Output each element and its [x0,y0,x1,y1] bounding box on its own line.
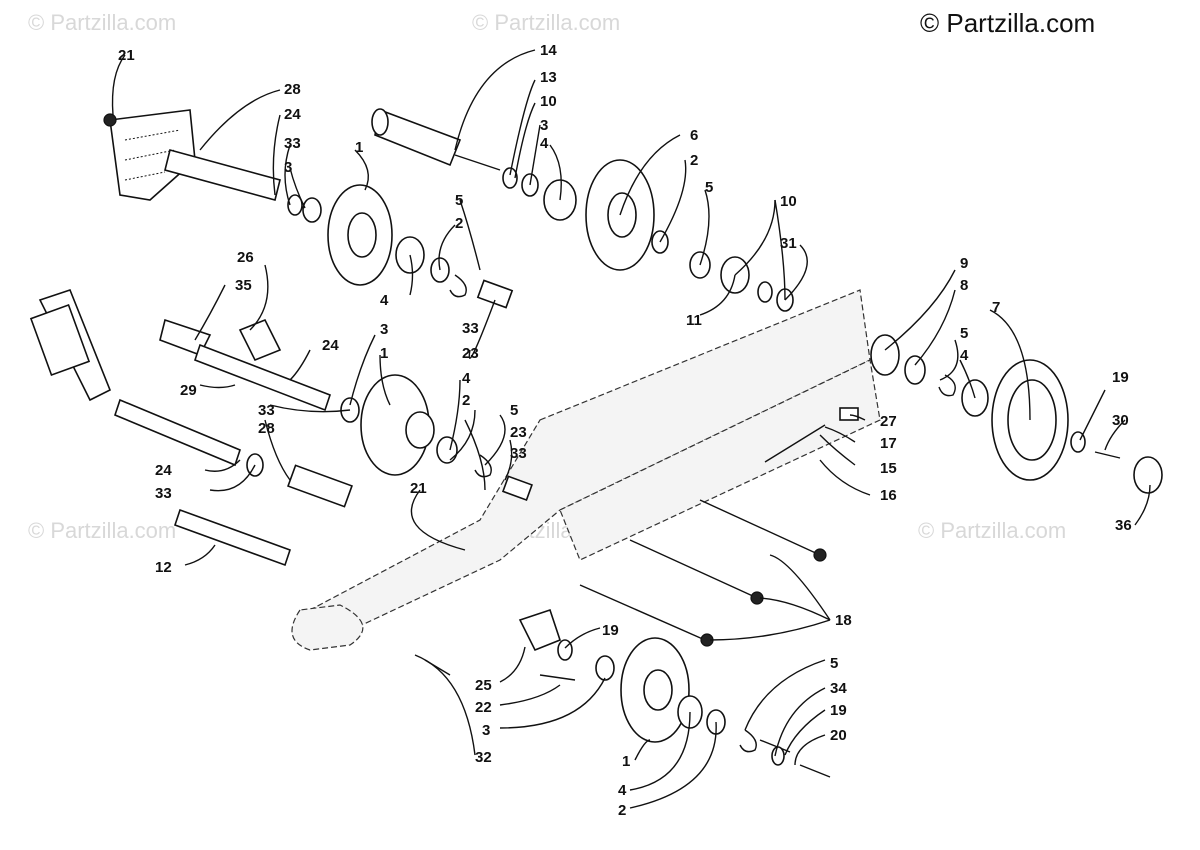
callout: 4 [960,347,969,364]
callout: 1 [380,345,388,362]
leader-lines [111,49,1151,809]
rear-idler-wheel [764,334,1163,494]
shock-absorber [29,289,112,402]
copyright-label: © Partzilla.com [920,8,1096,38]
lower-tubes [114,398,353,567]
callout: 35 [235,277,252,294]
callout: 3 [380,321,388,338]
callout: 27 [880,413,897,430]
callout: 30 [1112,412,1129,429]
callout: 5 [510,402,518,419]
callout: 21 [118,47,135,64]
callout: 5 [830,655,838,672]
watermark: © Partzilla.com [28,518,177,543]
callout: 36 [1115,517,1132,534]
callout: 20 [830,727,847,744]
callout: 28 [258,420,275,437]
mid-arm-wheel-assembly [159,279,533,501]
callout: 31 [780,235,797,252]
callout: 5 [960,325,968,342]
callout: 2 [455,215,463,232]
callout: 33 [510,445,527,462]
upper-shaft-assembly [164,149,467,298]
callout: 4 [462,370,471,387]
watermark: © Partzilla.com [28,10,177,35]
callout: 28 [284,81,301,98]
callout: 32 [475,749,492,766]
callout: 5 [455,192,463,209]
callout: 1 [355,139,363,156]
callout: 33 [258,402,275,419]
callout: 10 [540,93,557,110]
callout: 5 [705,179,713,196]
callout: 2 [690,152,698,169]
callout: 4 [618,782,627,799]
callout: 19 [830,702,847,719]
callout: 24 [284,106,301,123]
callout: 33 [284,135,301,152]
callout: 11 [686,312,702,329]
callout: 19 [1112,369,1129,386]
callout: 23 [462,345,479,362]
suspension-rail-frame [291,289,881,651]
callout: 33 [462,320,479,337]
callout: 3 [540,117,548,134]
upper-center-wheel-assembly [371,108,794,312]
callout: 8 [960,277,968,294]
callout: 21 [410,480,427,497]
callout: 22 [475,699,492,716]
watermark: © Partzilla.com [918,518,1067,543]
watermark: © Partzilla.com [472,10,621,35]
callout: 6 [690,127,698,144]
callout: 12 [155,559,172,576]
callout: 26 [237,249,254,266]
callout: 34 [830,680,847,697]
callout: 4 [380,292,389,309]
callout: 18 [835,612,852,629]
callout: 29 [180,382,197,399]
callout: 15 [880,460,897,477]
callout: 14 [540,42,557,59]
callout: 17 [880,435,897,452]
callout-labels: 21 28 24 33 3 1 14 13 10 3 4 6 2 5 10 31… [118,42,1132,819]
callout: 2 [462,392,470,409]
callout: 24 [155,462,172,479]
callout: 2 [618,802,626,819]
callout: 10 [780,193,797,210]
callout: 13 [540,69,557,86]
callout: 33 [155,485,172,502]
front-bracket [103,109,196,201]
callout: 3 [284,159,292,176]
callout: 9 [960,255,968,272]
callout: 16 [880,487,897,504]
callout: 3 [482,722,490,739]
callout: 24 [322,337,339,354]
callout: 4 [540,135,549,152]
callout: 7 [992,299,1000,316]
callout: 23 [510,424,527,441]
callout: 19 [602,622,619,639]
callout: 25 [475,677,492,694]
callout: 1 [622,753,630,770]
